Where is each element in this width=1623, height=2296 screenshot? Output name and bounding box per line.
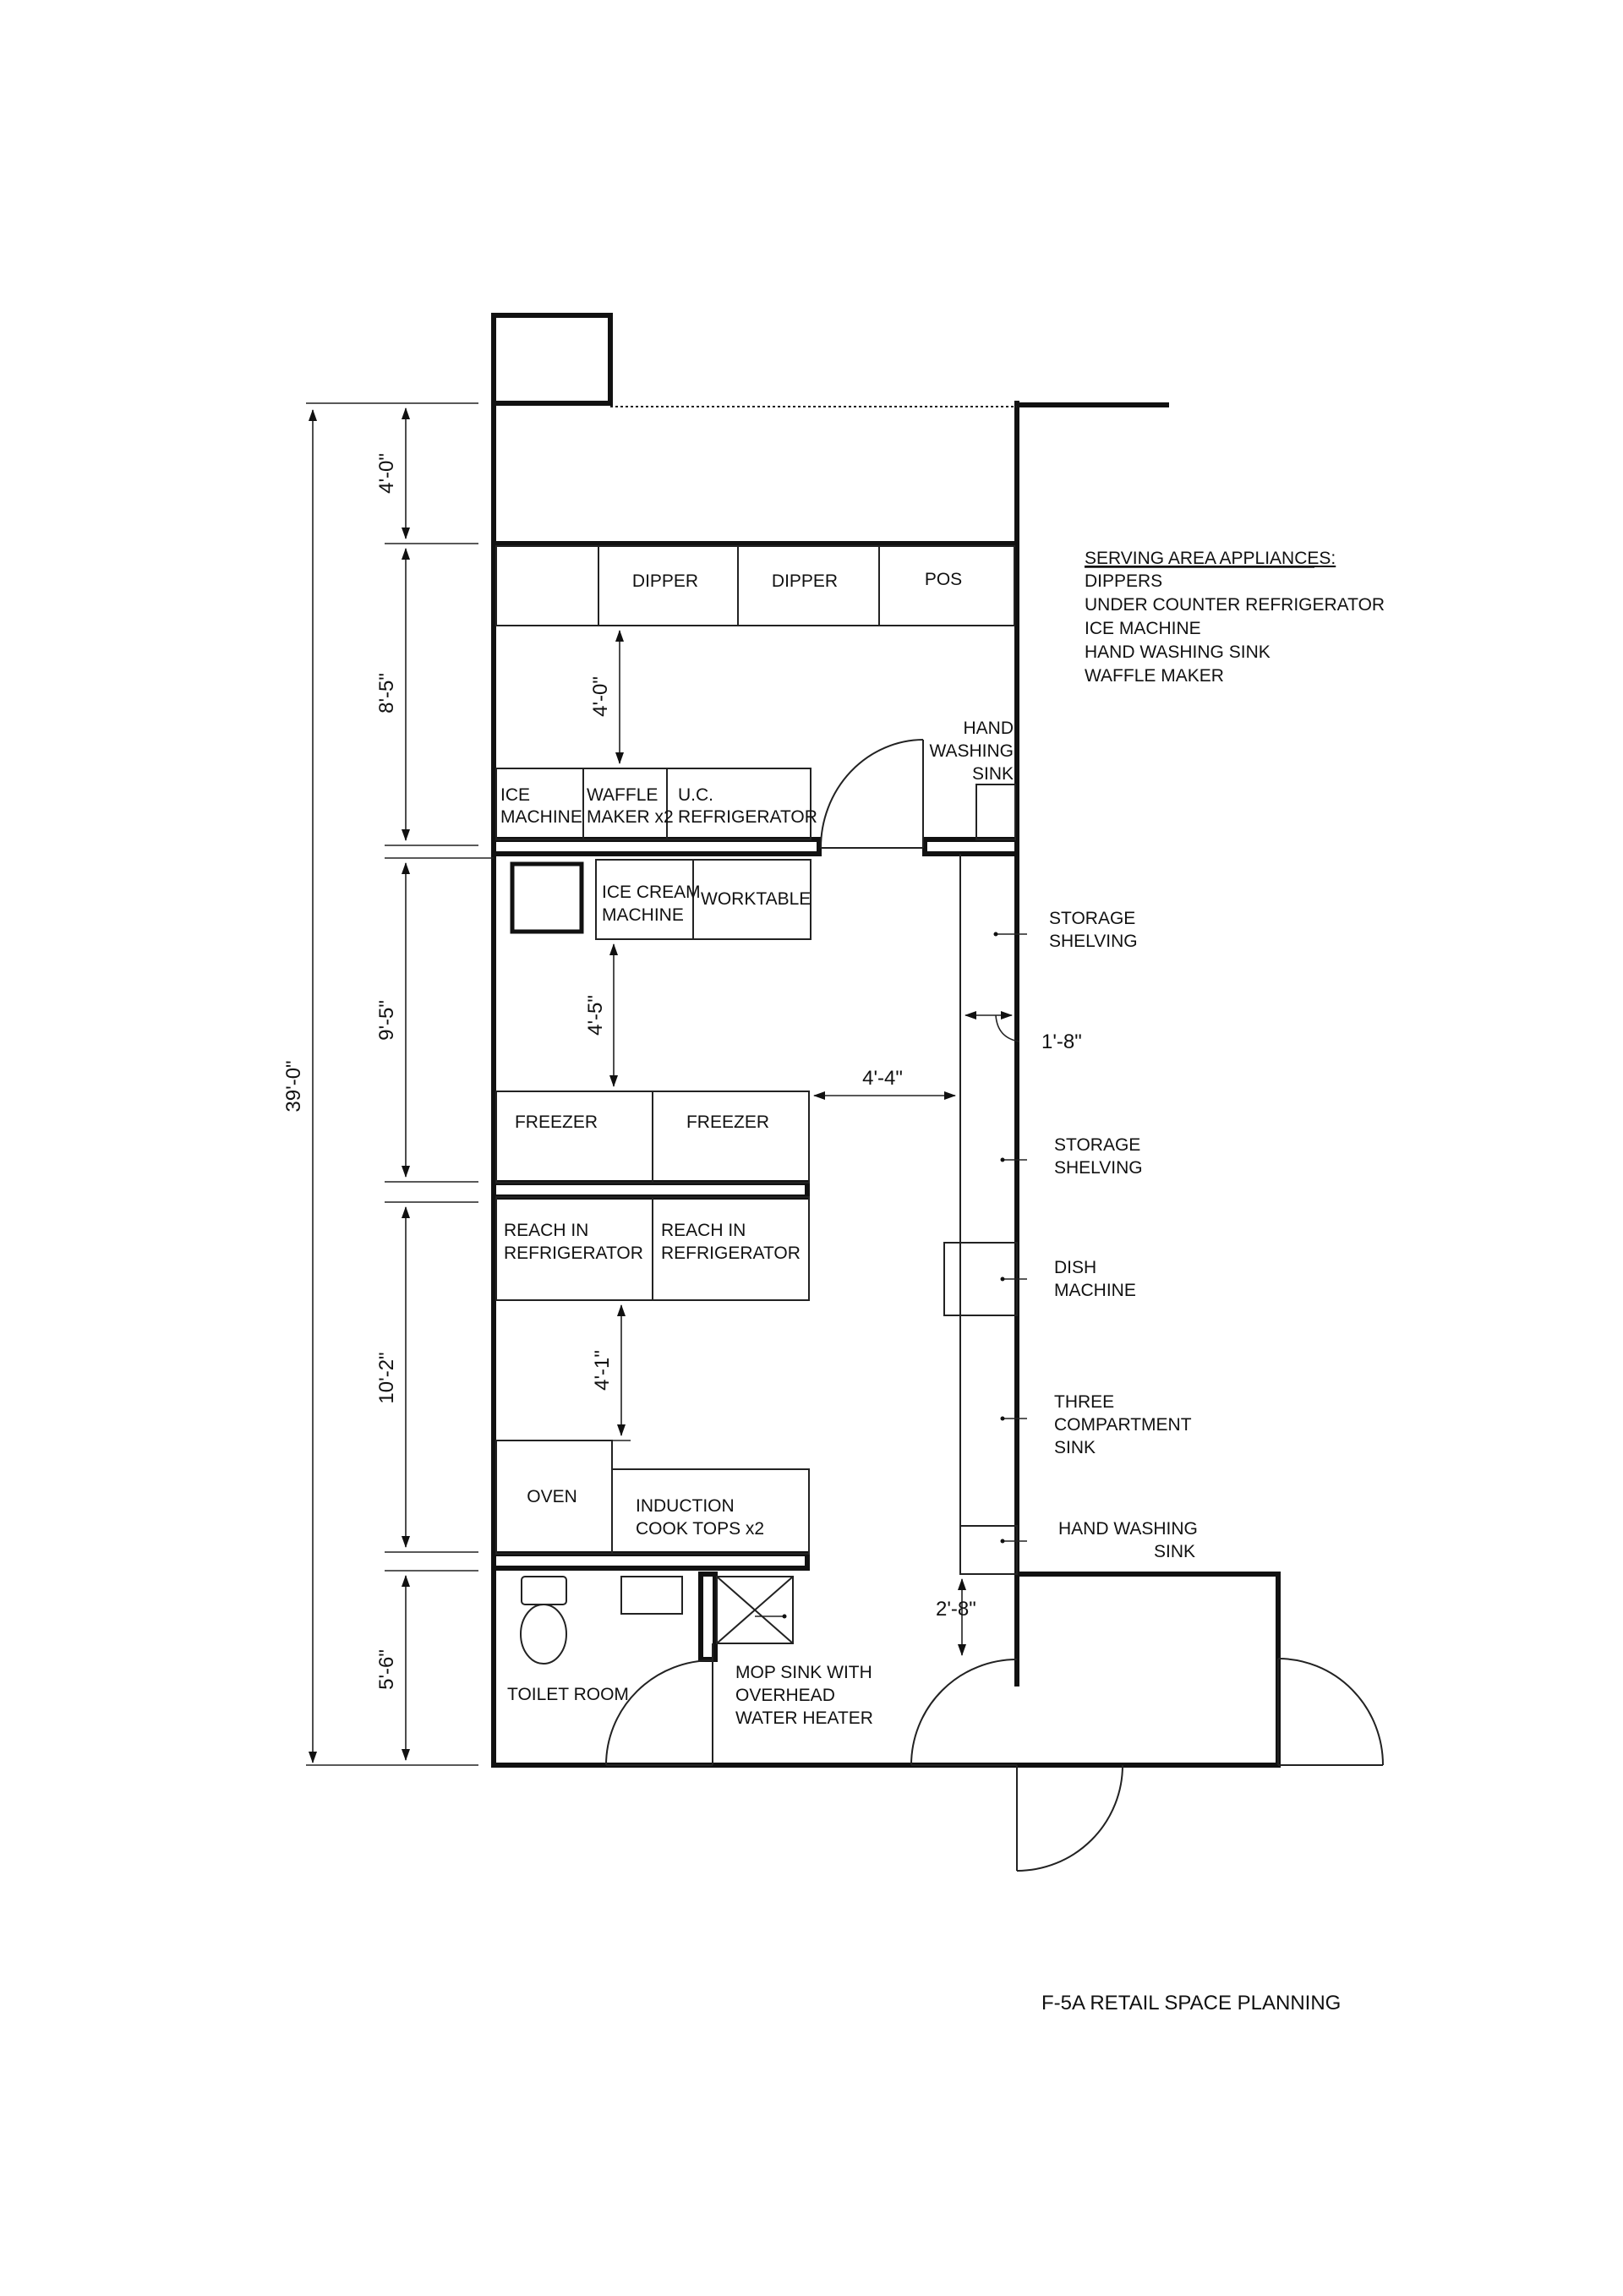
drawing-title: F-5A RETAIL SPACE PLANNING	[1041, 1992, 1341, 2014]
legend-item: HAND WASHING SINK	[1085, 642, 1271, 662]
dim-overall: 39'-0"	[282, 1060, 305, 1112]
label-dipper-1: DIPPER	[632, 571, 698, 591]
door-toilet[interactable]	[605, 1659, 713, 1766]
label-hws-bot-2: SINK	[1154, 1542, 1195, 1561]
mop-partition	[698, 1572, 718, 1662]
label-dish-1: DISH	[1054, 1258, 1096, 1277]
label-ice-2: MACHINE	[500, 807, 582, 827]
label-freezer-2: FREEZER	[686, 1112, 769, 1132]
dim-aisle2: 4'-5"	[584, 995, 607, 1036]
label-ice-1: ICE	[500, 785, 530, 805]
dim-aisle3: 4'-1"	[591, 1350, 614, 1391]
legend-heading: SERVING AREA APPLIANCES:	[1085, 549, 1336, 568]
lavatory	[620, 1576, 683, 1615]
dim-d4: 10'-2"	[375, 1352, 398, 1403]
appliance-legend: SERVING AREA APPLIANCES: DIPPERS UNDER C…	[1085, 549, 1385, 686]
doors	[605, 739, 1384, 1872]
dim-aisle-width: 4'-4"	[862, 1067, 903, 1090]
label-mop-3: WATER HEATER	[735, 1708, 873, 1728]
label-storage-1a: STORAGE	[1049, 909, 1135, 928]
legend-item: DIPPERS	[1085, 571, 1162, 591]
label-reach-1b: REFRIGERATOR	[504, 1244, 643, 1263]
dim-d2: 8'-5"	[375, 673, 398, 713]
label-storage-2a: STORAGE	[1054, 1135, 1140, 1155]
serving-counter	[495, 545, 1015, 626]
label-waffle-2: MAKER x2	[587, 807, 674, 827]
hand-washing-sink-top	[975, 784, 1016, 840]
legend-item: UNDER COUNTER REFRIGERATOR	[1085, 595, 1385, 615]
dim-d5: 5'-6"	[375, 1649, 398, 1690]
icecream-worktable	[595, 859, 812, 940]
dimension-lines	[306, 402, 1020, 1766]
dimension-text: 39'-0" 4'-0" 8'-5" 9'-5" 10'-2" 5'-6" 4'…	[282, 453, 1082, 1690]
legend-item: WAFFLE MAKER	[1085, 666, 1224, 686]
leader-lines	[755, 932, 1027, 1619]
label-oven: OVEN	[527, 1487, 577, 1506]
label-worktable: WORKTABLE	[701, 889, 811, 909]
label-dish-2: MACHINE	[1054, 1281, 1136, 1300]
dim-aisle1: 4'-0"	[589, 676, 612, 717]
partition-3	[491, 1551, 810, 1571]
label-hws-top-1: HAND	[963, 719, 1014, 738]
dim-shelf-depth: 1'-8"	[1041, 1030, 1082, 1053]
induction-cooktops	[611, 1468, 810, 1555]
toilet-bowl	[520, 1604, 567, 1665]
ice-cream-cabinet	[510, 861, 584, 934]
label-induction-1: INDUCTION	[636, 1496, 735, 1516]
label-mop-2: OVERHEAD	[735, 1686, 835, 1705]
partition-1-right	[922, 837, 1019, 856]
label-reach-1a: REACH IN	[504, 1221, 588, 1240]
legend-item: ICE MACHINE	[1085, 619, 1201, 638]
label-reach-2a: REACH IN	[661, 1221, 746, 1240]
door-rear-inner[interactable]	[910, 1659, 1018, 1766]
label-icecream-2: MACHINE	[602, 905, 684, 925]
label-mop-1: MOP SINK WITH	[735, 1663, 872, 1682]
label-induction-2: COOK TOPS x2	[636, 1519, 764, 1539]
label-freezer-1: FREEZER	[515, 1112, 598, 1132]
door-annex[interactable]	[1277, 1658, 1384, 1766]
label-hws-top-2: WASHING	[929, 741, 1014, 761]
label-three-3: SINK	[1054, 1438, 1096, 1457]
back-counter	[495, 768, 812, 840]
label-waffle-1: WAFFLE	[587, 785, 658, 805]
fixtures	[495, 545, 1018, 1765]
label-three-1: THREE	[1054, 1392, 1114, 1412]
partition-2	[491, 1180, 810, 1200]
label-hws-top-3: SINK	[972, 764, 1014, 784]
label-dipper-2: DIPPER	[772, 571, 838, 591]
label-reach-2b: REFRIGERATOR	[661, 1244, 801, 1263]
toilet-tank	[521, 1576, 567, 1605]
label-icecream-1: ICE CREAM	[602, 883, 701, 902]
hand-washing-sink-bottom	[959, 1525, 1018, 1575]
label-hws-bot-1: HAND WASHING	[1058, 1519, 1198, 1539]
label-storage-1b: SHELVING	[1049, 932, 1138, 951]
label-toilet-room: TOILET ROOM	[507, 1685, 629, 1704]
label-three-2: COMPARTMENT	[1054, 1415, 1192, 1435]
dim-d3: 9'-5"	[375, 1000, 398, 1041]
label-uc-2: REFRIGERATOR	[678, 807, 817, 827]
chimney-box	[491, 313, 613, 406]
dim-door: 2'-8"	[936, 1598, 976, 1621]
label-storage-2b: SHELVING	[1054, 1158, 1143, 1178]
equipment-labels: DIPPER DIPPER POS ICE MACHINE WAFFLE MAK…	[500, 570, 1198, 1728]
label-pos: POS	[925, 570, 962, 589]
dim-d1: 4'-0"	[375, 453, 398, 494]
partition-1-left	[491, 837, 822, 856]
door-rear-outer[interactable]	[1016, 1764, 1123, 1872]
mop-sink	[716, 1576, 794, 1644]
label-uc-1: U.C.	[678, 785, 713, 805]
door-serving[interactable]	[820, 739, 924, 849]
